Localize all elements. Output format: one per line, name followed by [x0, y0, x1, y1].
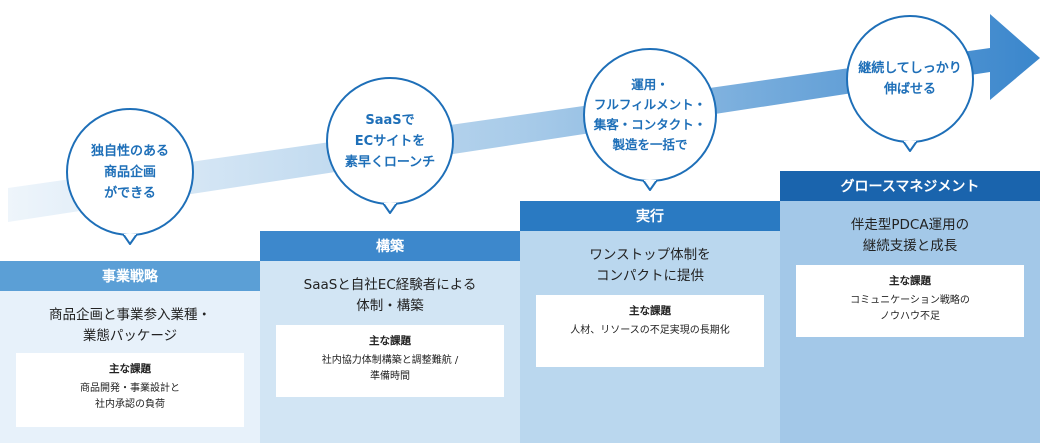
- stage-body: SaaSと自社EC経験者による 体制・構築 主な課題 社内協力体制構築と調整難航…: [260, 261, 520, 443]
- stage-header: 事業戦略: [0, 261, 260, 291]
- speech-bubble: 独自性のある 商品企画 ができる: [66, 108, 194, 236]
- stage-execute: 実行 ワンストップ体制を コンパクトに提供 主な課題 人材、リソースの不足実現の…: [520, 0, 780, 443]
- issue-box: 主な課題 社内協力体制構築と調整難航 / 準備時間: [276, 325, 504, 397]
- speech-bubble: 継続してしっかり 伸ばせる: [846, 15, 974, 143]
- issue-title: 主な課題: [109, 363, 151, 375]
- stage-growth-management: グロースマネジメント 伴走型PDCA運用の 継続支援と成長 主な課題 コミュニケ…: [780, 0, 1040, 443]
- bubble-text: 運用・ フルフィルメント・ 集客・コンタクト・ 製造を一括で: [593, 77, 707, 152]
- issue-text: コミュニケーション戦略の ノウハウ不足: [850, 295, 970, 322]
- bubble-text: 独自性のある 商品企画 ができる: [90, 143, 169, 201]
- issue-text: 社内協力体制構築と調整難航 / 準備時間: [321, 355, 459, 382]
- speech-bubble: SaaSで ECサイトを 素早くローンチ: [326, 77, 454, 205]
- bubble-tail: [382, 203, 398, 214]
- issue-title: 主な課題: [629, 305, 671, 317]
- bubble-text: 継続してしっかり 伸ばせる: [858, 61, 962, 97]
- issue-box: 主な課題 商品開発・事業設計と 社内承認の負荷: [16, 353, 244, 427]
- stage-description: ワンストップ体制を コンパクトに提供: [589, 247, 711, 284]
- stage-header: 構築: [260, 231, 520, 261]
- issue-box: 主な課題 人材、リソースの不足実現の長期化: [536, 295, 764, 367]
- bubble-tail: [902, 141, 918, 152]
- issue-text: 商品開発・事業設計と 社内承認の負荷: [80, 383, 180, 410]
- bubble-tail: [642, 180, 658, 191]
- stage-header: 実行: [520, 201, 780, 231]
- issue-title: 主な課題: [889, 275, 931, 287]
- stage-body: 伴走型PDCA運用の 継続支援と成長 主な課題 コミュニケーション戦略の ノウハ…: [780, 201, 1040, 443]
- stage-body: ワンストップ体制を コンパクトに提供 主な課題 人材、リソースの不足実現の長期化: [520, 231, 780, 443]
- issue-title: 主な課題: [369, 335, 411, 347]
- stage-description: 商品企画と事業参入業種・ 業態パッケージ: [49, 307, 211, 344]
- stage-description: SaaSと自社EC経験者による 体制・構築: [303, 277, 477, 314]
- stage-body: 商品企画と事業参入業種・ 業態パッケージ 主な課題 商品開発・事業設計と 社内承…: [0, 291, 260, 443]
- stage-header: グロースマネジメント: [780, 171, 1040, 201]
- speech-bubble: 運用・ フルフィルメント・ 集客・コンタクト・ 製造を一括で: [583, 48, 717, 182]
- bubble-tail: [122, 234, 138, 245]
- bubble-text: SaaSで ECサイトを 素早くローンチ: [344, 112, 436, 170]
- issue-box: 主な課題 コミュニケーション戦略の ノウハウ不足: [796, 265, 1024, 337]
- stage-build: 構築 SaaSと自社EC経験者による 体制・構築 主な課題 社内協力体制構築と調…: [260, 0, 520, 443]
- stage-strategy: 事業戦略 商品企画と事業参入業種・ 業態パッケージ 主な課題 商品開発・事業設計…: [0, 0, 260, 443]
- issue-text: 人材、リソースの不足実現の長期化: [570, 325, 730, 336]
- stage-description: 伴走型PDCA運用の 継続支援と成長: [850, 217, 970, 254]
